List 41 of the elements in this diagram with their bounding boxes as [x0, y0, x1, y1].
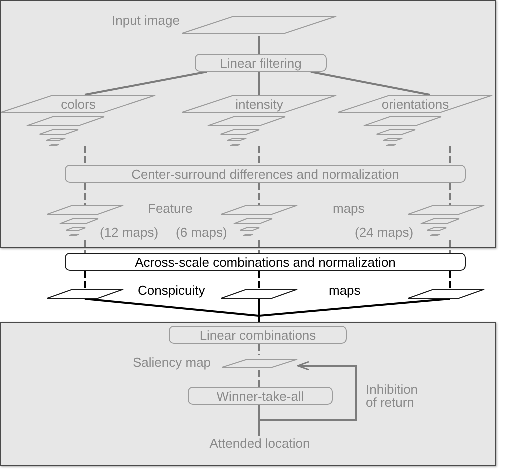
- dashed-connector: [84, 240, 86, 253]
- stage-label: Conspicuity: [138, 283, 206, 298]
- connector-line: [258, 72, 260, 95]
- connector-line: [258, 36, 260, 54]
- map-title: Input image: [112, 13, 180, 28]
- arrow: [258, 361, 357, 421]
- panel: [0, 0, 496, 248]
- panel: [0, 322, 496, 466]
- connector-line: [258, 298, 450, 322]
- dashed-connector: [258, 370, 260, 387]
- stage-label: Feature: [148, 201, 193, 216]
- map-count: (12 maps): [100, 225, 159, 240]
- output-label: Attended location: [200, 436, 320, 452]
- process-box: Center-surround differences and normalization: [65, 165, 466, 183]
- dashed-connector: [258, 146, 260, 165]
- dashed-connector: [258, 240, 260, 253]
- dashed-connector: [449, 271, 451, 289]
- dashed-connector: [84, 271, 86, 289]
- stage-label: maps: [329, 283, 361, 298]
- connector-line: [84, 71, 208, 96]
- map-count: (24 maps): [355, 225, 414, 240]
- edge-label: Inhibition of return: [366, 383, 420, 409]
- dashed-connector: [84, 183, 86, 205]
- dashed-connector: [84, 146, 86, 165]
- stage-label: maps: [333, 201, 365, 216]
- map-label: orientations: [382, 96, 450, 112]
- dashed-connector: [258, 271, 260, 289]
- dashed-connector: [258, 183, 260, 205]
- dashed-connector: [258, 344, 260, 355]
- dashed-connector: [449, 146, 451, 165]
- process-box: Linear filtering: [195, 54, 327, 72]
- map-label: colors: [61, 96, 96, 112]
- process-box: Linear combinations: [169, 326, 347, 344]
- map-label: intensity: [236, 96, 284, 112]
- process-box: Winner-take-all: [188, 387, 333, 405]
- map-title: Saliency map: [133, 355, 212, 370]
- connector-line: [310, 71, 430, 96]
- dashed-connector: [449, 183, 451, 205]
- dashed-connector: [449, 240, 451, 253]
- map-count: (6 maps): [176, 225, 228, 240]
- process-box: Across-scale combinations and normalization: [65, 253, 466, 271]
